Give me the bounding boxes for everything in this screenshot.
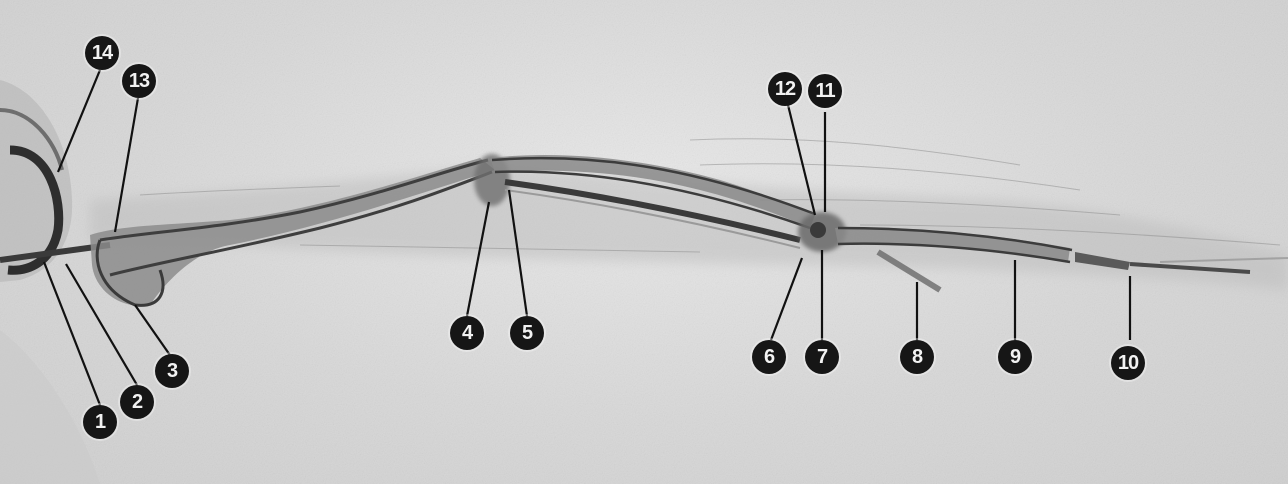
marker-5: 5 xyxy=(510,316,544,350)
marker-7: 7 xyxy=(805,340,839,374)
marker-9: 9 xyxy=(998,340,1032,374)
marker-2: 2 xyxy=(120,385,154,419)
marker-11: 11 xyxy=(808,74,842,108)
marker-6: 6 xyxy=(752,340,786,374)
marker-10: 10 xyxy=(1111,346,1145,380)
marker-4: 4 xyxy=(450,316,484,350)
marker-12: 12 xyxy=(768,72,802,106)
marker-13: 13 xyxy=(122,64,156,98)
marker-3: 3 xyxy=(155,354,189,388)
marker-8: 8 xyxy=(900,340,934,374)
marker-1: 1 xyxy=(83,405,117,439)
marker-14: 14 xyxy=(85,36,119,70)
